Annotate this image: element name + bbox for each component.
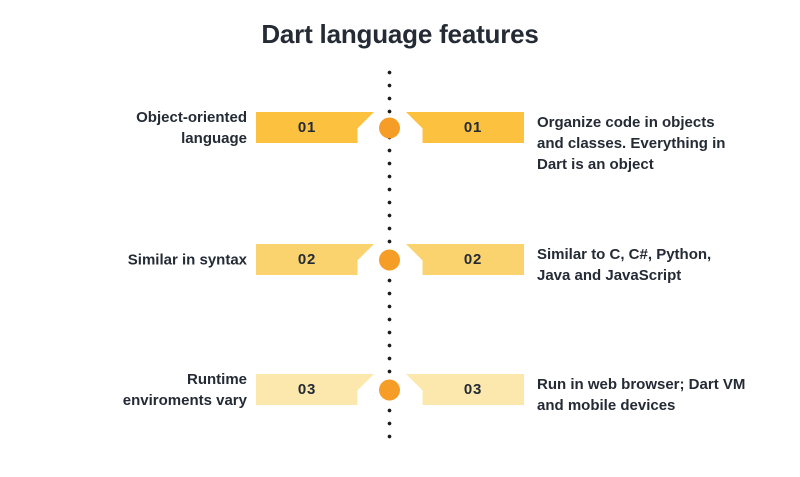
- step-number: 02: [297, 251, 317, 268]
- number-ribbon-left: 02: [256, 244, 374, 275]
- feature-row-3: Runtime enviroments vary 03 03 Run in we…: [0, 371, 800, 415]
- feature-label: Object-oriented language: [136, 108, 247, 147]
- feature-description: Run in web browser; Dart VM and mobile d…: [537, 376, 746, 414]
- step-number: 02: [463, 251, 483, 268]
- page-title: Dart language features: [261, 19, 539, 49]
- step-number: 03: [297, 381, 317, 398]
- number-ribbon-right: 01: [406, 112, 524, 143]
- timeline-node-dot: [379, 117, 400, 138]
- number-ribbon-right: 03: [406, 374, 524, 405]
- feature-description: Organize code in objects and classes. Ev…: [537, 114, 726, 173]
- feature-row-1: Object-oriented language 01 01 Organize …: [0, 109, 800, 174]
- timeline-node-dot: [379, 379, 400, 400]
- number-ribbon-right: 02: [406, 244, 524, 275]
- step-number: 01: [463, 119, 483, 136]
- step-number: 03: [463, 381, 483, 398]
- number-ribbon-left: 03: [256, 374, 374, 405]
- feature-description: Similar to C, C#, Python, Java and JavaS…: [537, 246, 712, 284]
- number-ribbon-left: 01: [256, 112, 374, 143]
- feature-row-2: Similar in syntax 02 02 Similar to C, C#…: [0, 244, 800, 284]
- step-number: 01: [297, 119, 317, 136]
- feature-label: Similar in syntax: [127, 251, 247, 268]
- feature-label: Runtime enviroments vary: [122, 370, 247, 409]
- timeline-node-dot: [379, 249, 400, 270]
